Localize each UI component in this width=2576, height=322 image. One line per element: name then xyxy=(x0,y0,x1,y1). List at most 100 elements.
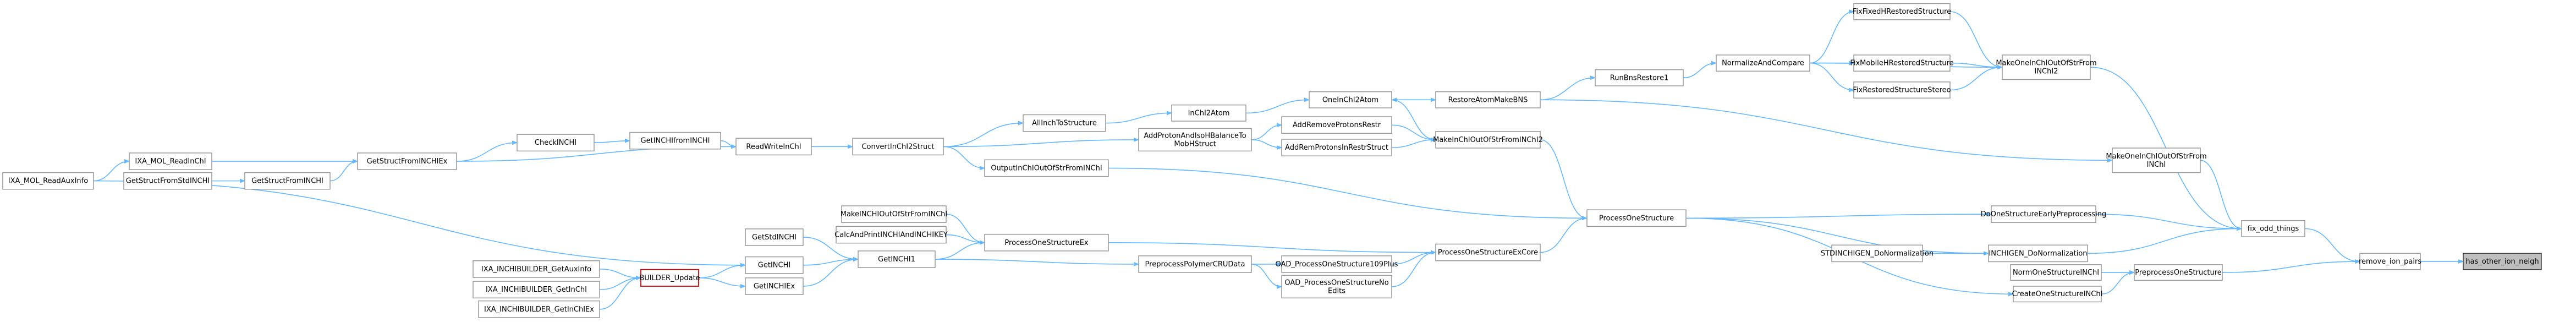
node-box[interactable] xyxy=(473,281,600,299)
node-box[interactable] xyxy=(1023,114,1106,132)
node-box[interactable] xyxy=(1171,104,1246,122)
node-box[interactable] xyxy=(2463,253,2542,270)
node-inchigen-donormalization[interactable]: INCHIGEN_DoNormalization xyxy=(1988,244,2088,263)
node-box[interactable] xyxy=(1853,3,1951,20)
node-processonestructureexcore[interactable]: ProcessOneStructureExCore xyxy=(1435,243,1541,261)
node-box[interactable] xyxy=(745,256,804,274)
node-doonestructureearlypreprocessing[interactable]: DoOneStructureEarlyPreprocessing xyxy=(1981,205,2106,223)
node-box[interactable] xyxy=(836,226,947,244)
node-box[interactable] xyxy=(1988,244,2088,263)
node-box[interactable] xyxy=(357,152,457,170)
node-box[interactable] xyxy=(244,172,331,190)
node-box[interactable] xyxy=(841,205,947,223)
node-remove-ion-pairs[interactable]: remove_ion_pairs xyxy=(2359,253,2421,270)
node-preprocesspolymercrudata[interactable]: PreprocessPolymerCRUData xyxy=(1138,255,1252,273)
node-box[interactable] xyxy=(1716,54,1810,72)
node-createonestructureinchi[interactable]: CreateOneStructureINChI xyxy=(2012,286,2103,303)
node-fixrestoredstructurestereo[interactable]: FixRestoredStructureStereo xyxy=(1853,81,1951,99)
node-getinchi[interactable]: GetINCHI xyxy=(745,256,804,274)
node-ixa-mol-readinchi[interactable]: IXA_MOL_ReadInChI xyxy=(129,152,212,170)
node-makeinchioutofstrfrominchi[interactable]: MakeINCHIOutOfStrFromINChI xyxy=(841,205,947,223)
node-box[interactable] xyxy=(1991,205,2096,223)
node-preprocessonestructure[interactable]: PreprocessOneStructure xyxy=(2134,264,2223,281)
node-getstructfromstdinchi[interactable]: GetStructFromStdINCHI xyxy=(123,172,212,190)
node-ixa-inchibuilder-getauxinfo[interactable]: IXA_INCHIBUILDER_GetAuxInfo xyxy=(473,260,600,278)
node-makeinchioutofstrfrominchi2[interactable]: MakeInChIOutOfStrFromINChI2 xyxy=(1433,130,1543,149)
node-box[interactable] xyxy=(735,138,812,156)
node-box[interactable] xyxy=(1435,91,1541,108)
node-box[interactable] xyxy=(1281,255,1392,273)
node-ixa-inchibuilder-getinchi[interactable]: IXA_INCHIBUILDER_GetInChI xyxy=(473,281,600,299)
node-box[interactable] xyxy=(1586,209,1687,227)
node-stdinchigen-donormalization[interactable]: STDINCHIGEN_DoNormalization xyxy=(1821,244,1934,263)
node-getinchifrominchi[interactable]: GetINCHIfromINCHI xyxy=(629,132,721,150)
node-box[interactable] xyxy=(2134,264,2223,281)
node-addremprotonsinrestrstruct[interactable]: AddRemProtonsInRestrStruct xyxy=(1281,139,1392,156)
node-box[interactable] xyxy=(517,134,595,152)
node-box[interactable] xyxy=(1435,130,1541,149)
node-box[interactable] xyxy=(2,172,94,190)
node-box[interactable] xyxy=(2112,148,2201,173)
node-outputinchioutofstrfrominchi[interactable]: OutputInChIOutOfStrFromINChI xyxy=(984,159,1109,177)
node-box[interactable] xyxy=(1309,91,1392,108)
node-addremoveprotonsrestr[interactable]: AddRemoveProtonsRestr xyxy=(1281,116,1392,134)
node-fixfixedhrestoredstructure[interactable]: FixFixedHRestoredStructure xyxy=(1853,3,1951,20)
node-box[interactable] xyxy=(2013,286,2102,303)
node-box[interactable] xyxy=(478,300,600,318)
node-box[interactable] xyxy=(640,269,699,287)
node-processonestructureex[interactable]: ProcessOneStructureEx xyxy=(984,233,1109,252)
node-box[interactable] xyxy=(858,250,936,268)
node-builder-update[interactable]: BUILDER_Update xyxy=(639,269,700,287)
node-box[interactable] xyxy=(852,138,944,156)
node-getstructfrominchi[interactable]: GetStructFromINCHI xyxy=(244,172,331,190)
node-box[interactable] xyxy=(129,152,212,170)
node-inchi2atom[interactable]: InChI2Atom xyxy=(1171,104,1246,122)
node-box[interactable] xyxy=(2002,54,2091,80)
node-oneinchi2atom[interactable]: OneInChI2Atom xyxy=(1309,91,1392,108)
node-box[interactable] xyxy=(984,159,1109,177)
node-runbnsrestore1[interactable]: RunBnsRestore1 xyxy=(1595,69,1684,86)
node-box[interactable] xyxy=(629,132,721,150)
node-restoreatommakebns[interactable]: RestoreAtomMakeBNS xyxy=(1435,91,1541,108)
node-box[interactable] xyxy=(1435,243,1541,261)
node-readwriteinchi[interactable]: ReadWriteInChI xyxy=(735,138,812,156)
node-getstructfrominchiex[interactable]: GetStructFromINCHIEx xyxy=(357,152,457,170)
node-normonestructureinchi[interactable]: NormOneStructureINChI xyxy=(2010,264,2102,281)
node-box[interactable] xyxy=(1595,69,1684,86)
node-box[interactable] xyxy=(1281,139,1392,156)
node-has-other-ion-neigh[interactable]: has_other_ion_neigh xyxy=(2463,253,2542,270)
node-box[interactable] xyxy=(745,277,804,295)
node-box[interactable] xyxy=(1853,54,1951,72)
node-box[interactable] xyxy=(1281,275,1392,299)
node-box[interactable] xyxy=(2010,264,2102,281)
node-box[interactable] xyxy=(984,233,1109,252)
node-box[interactable] xyxy=(1831,244,1923,263)
node-box[interactable] xyxy=(473,260,600,278)
node-getstdinchi[interactable]: GetStdINCHI xyxy=(745,228,804,246)
node-fixmobilehrestoredstructure[interactable]: FixMobileHRestoredStructure xyxy=(1850,54,1954,72)
node-getinchiex[interactable]: GetINCHIEx xyxy=(745,277,804,295)
node-allinchtostructure[interactable]: AllInchToStructure xyxy=(1023,114,1106,132)
node-ixa-inchibuilder-getinchiex[interactable]: IXA_INCHIBUILDER_GetInChIEx xyxy=(478,300,600,318)
node-box[interactable] xyxy=(1853,81,1951,99)
node-calcandprintinchiandinchikey[interactable]: CalcAndPrintINCHIAndINCHIKEY xyxy=(834,226,948,244)
node-oad-processonestructure109plus[interactable]: OAD_ProcessOneStructure109Plus xyxy=(1276,255,1398,273)
node-box[interactable] xyxy=(745,228,804,246)
node-box[interactable] xyxy=(1138,255,1252,273)
node-ixa-mol-readauxinfo[interactable]: IXA_MOL_ReadAuxInfo xyxy=(2,172,94,190)
node-box[interactable] xyxy=(2241,220,2305,237)
node-box[interactable] xyxy=(1138,128,1252,152)
node-normalizeandcompare[interactable]: NormalizeAndCompare xyxy=(1716,54,1810,72)
node-fix-odd-things[interactable]: fix_odd_things xyxy=(2241,220,2305,237)
node-box[interactable] xyxy=(1281,116,1392,134)
node-checkinchi[interactable]: CheckINCHI xyxy=(517,134,595,152)
node-processonestructure[interactable]: ProcessOneStructure xyxy=(1586,209,1687,227)
node-box[interactable] xyxy=(2359,253,2421,270)
node-convertinchi2struct[interactable]: ConvertInChI2Struct xyxy=(852,138,944,156)
node-getinchi1[interactable]: GetINCHI1 xyxy=(858,250,936,268)
node-box[interactable] xyxy=(123,172,212,190)
